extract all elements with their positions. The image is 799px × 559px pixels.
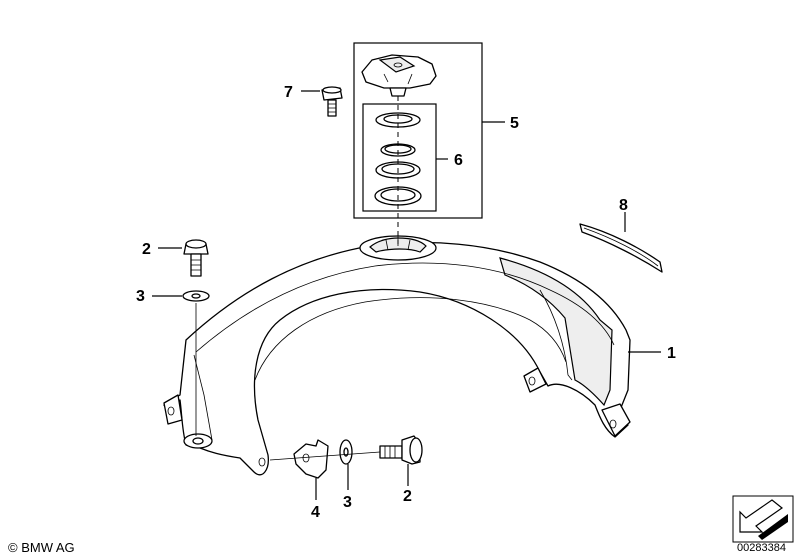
washer-upper-part: [182, 290, 210, 302]
filler-cap-box: [353, 42, 483, 219]
callout-3-lower: 3: [343, 494, 352, 511]
leader-lines: [152, 90, 661, 500]
bolt-lower-part: [379, 435, 423, 465]
callout-7: 7: [284, 84, 293, 101]
arrow-corner-icon: [732, 495, 794, 543]
callout-2-upper: 2: [142, 241, 151, 258]
callout-1: 1: [667, 345, 676, 362]
callout-5: 5: [510, 115, 519, 132]
washer-lower-part: [339, 439, 353, 465]
callout-2-lower: 2: [403, 488, 412, 505]
bolt-upper-part: [183, 239, 209, 277]
bracket-part: [293, 439, 329, 479]
bolt-small-part: [321, 86, 343, 117]
callout-4: 4: [311, 504, 320, 521]
trim-strip-part: [579, 223, 663, 273]
filler-cap-part: [361, 54, 437, 97]
callout-8: 8: [619, 197, 628, 214]
callout-6: 6: [454, 152, 463, 169]
copyright-text: © BMW AG: [8, 540, 75, 555]
tank-cover-part: [163, 235, 631, 476]
document-id: 00283384: [737, 542, 786, 554]
callout-3-upper: 3: [136, 288, 145, 305]
seal-rings-box: [362, 103, 437, 212]
